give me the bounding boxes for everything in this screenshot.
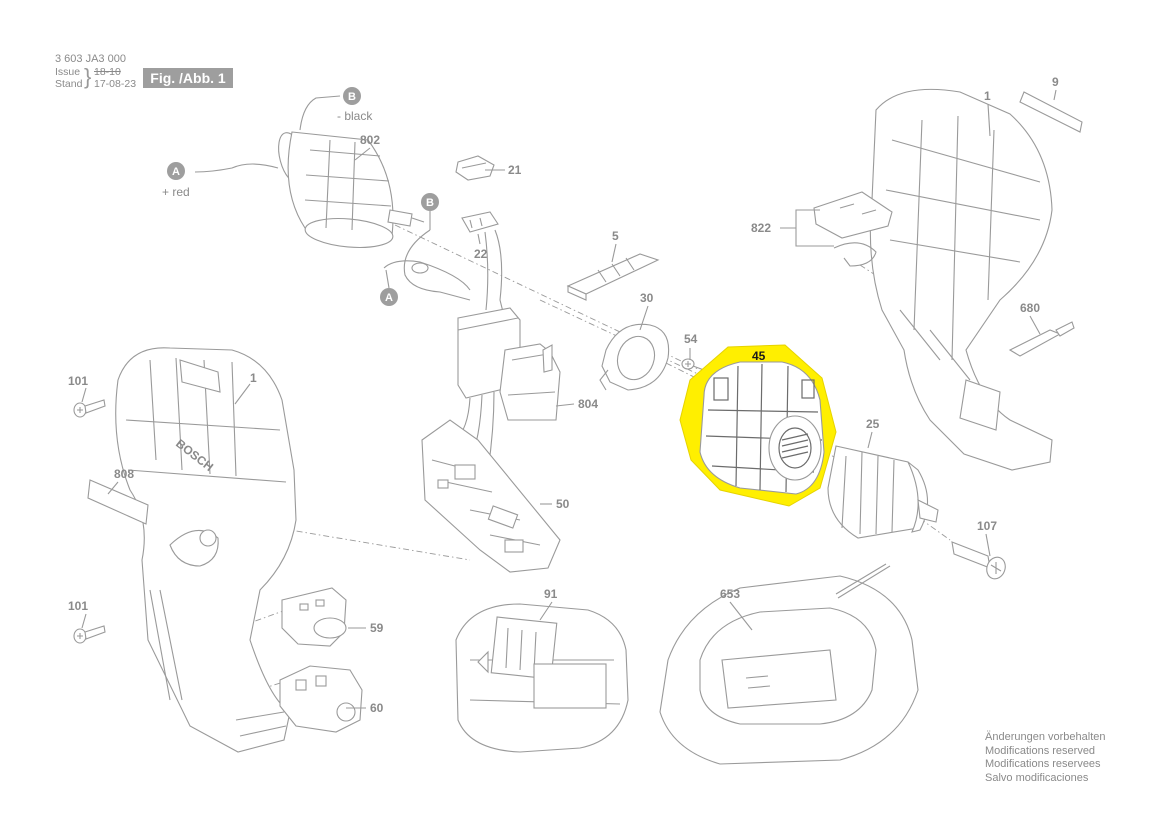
connector-b-top-letter: B <box>348 91 356 103</box>
stand-label: Stand <box>55 78 83 90</box>
switch-804 <box>454 307 561 471</box>
issue-date: 18-10 <box>94 66 121 78</box>
part-9-strip <box>1019 91 1083 133</box>
connector-b-mid-letter: B <box>426 197 434 209</box>
connector-a-bottom: A <box>380 269 398 306</box>
label-part-59: 59 <box>370 621 384 635</box>
label-part-30: 30 <box>640 291 654 305</box>
connector-a-note: + red <box>162 185 190 199</box>
part-30-ring <box>599 323 670 391</box>
right-housing-1 <box>869 88 1053 471</box>
part-60-contacts <box>279 665 363 733</box>
pcb-50 <box>421 419 561 573</box>
part-822-clip <box>813 191 893 267</box>
notice-de: Änderungen vorbehalten <box>985 731 1106 743</box>
connector-a-bottom-letter: A <box>385 292 393 304</box>
motor-802 <box>194 95 425 249</box>
part-680-bit <box>1008 321 1075 357</box>
label-part-50: 50 <box>556 497 570 511</box>
label-part-101-bottom: 101 <box>68 599 88 613</box>
notice-es: Salvo modificaciones <box>985 771 1089 784</box>
part-808-label <box>87 479 149 525</box>
part-59-cover <box>281 587 347 647</box>
leader-lines <box>81 89 1057 709</box>
label-part-1-right: 1 <box>984 89 991 103</box>
label-part-60: 60 <box>370 701 384 715</box>
label-part-21: 21 <box>508 163 522 177</box>
part-21-cap <box>455 155 495 181</box>
label-part-802: 802 <box>360 133 380 147</box>
connector-b-mid: B <box>421 193 439 230</box>
label-part-1-left: 1 <box>250 371 257 385</box>
label-part-107: 107 <box>977 519 997 533</box>
part-number-labels: 1 101 101 808 59 60 91 653 802 21 22 5 3… <box>68 75 1059 715</box>
notice-en: Modifications reserved <box>985 744 1096 757</box>
document-code: 3 603 JA3 000 <box>55 53 126 65</box>
part-91-battery <box>455 603 629 753</box>
label-part-5: 5 <box>612 229 619 243</box>
connector-a-top: A + red <box>162 162 190 199</box>
label-part-45: 45 <box>752 349 766 363</box>
wiring-harness <box>383 229 506 321</box>
connector-b-note: - black <box>337 109 373 123</box>
label-part-804: 804 <box>578 397 598 411</box>
notice-fr: Modifications reservees <box>985 758 1101 770</box>
part-101-screw-top <box>73 399 106 418</box>
part-25-chuck <box>827 445 939 539</box>
part-22-terminal <box>461 211 499 233</box>
header-brace: } <box>84 64 92 89</box>
figure-badge: Fig. /Abb. 1 <box>143 68 233 88</box>
part-5-slider <box>566 253 660 301</box>
stand-date: 17-08-23 <box>94 78 137 90</box>
part-45-gearbox-highlighted <box>679 344 837 507</box>
connector-a-top-letter: A <box>172 166 180 178</box>
label-part-808: 808 <box>114 467 134 481</box>
modifications-notice: Änderungen vorbehalten Modifications res… <box>985 731 1105 785</box>
part-653-charger <box>659 563 919 765</box>
label-part-91: 91 <box>544 587 558 601</box>
label-part-680: 680 <box>1020 301 1040 315</box>
part-107-screw <box>951 541 1006 580</box>
label-part-101-top: 101 <box>68 374 88 388</box>
left-housing-1: BOSCH <box>115 347 297 753</box>
label-part-653: 653 <box>720 587 740 601</box>
issue-label: Issue <box>55 66 81 78</box>
label-part-25: 25 <box>866 417 880 431</box>
label-part-22: 22 <box>474 247 488 261</box>
connector-b-top: B - black <box>337 87 373 123</box>
label-part-54: 54 <box>684 332 698 346</box>
label-part-9: 9 <box>1052 75 1059 89</box>
label-part-822: 822 <box>751 221 771 235</box>
part-54-screw <box>681 358 705 371</box>
part-101-screw-bottom <box>73 625 106 644</box>
